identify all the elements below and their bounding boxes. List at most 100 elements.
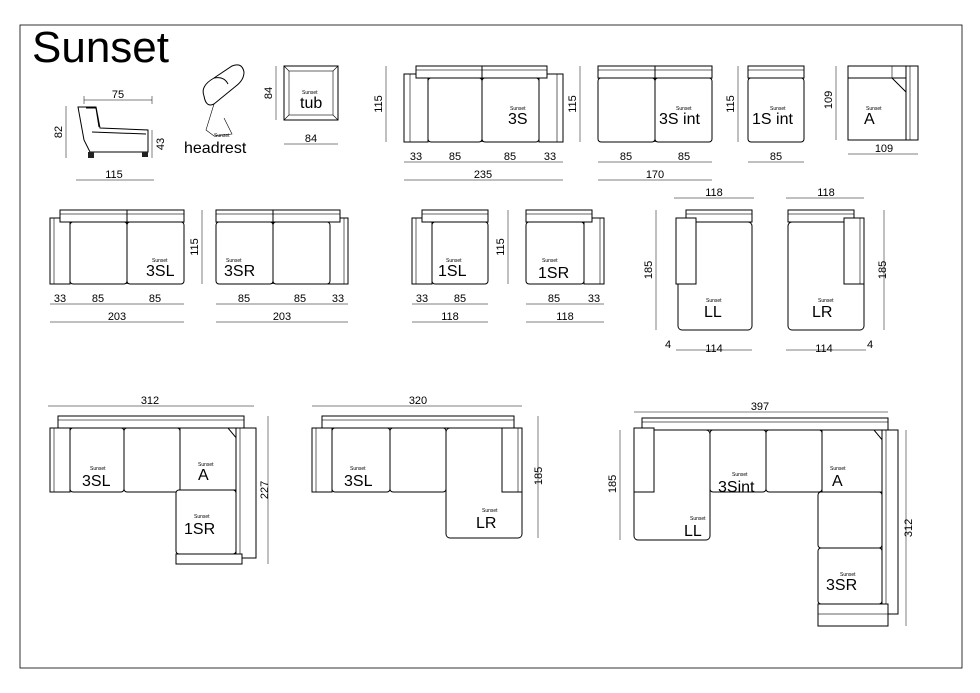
1sl-brand: Sunset xyxy=(446,258,462,264)
combo-u-shape: 397 Sunset 3Sint Sunset A Sunset LL Suns… xyxy=(607,401,915,627)
1sr-dim-2: 33 xyxy=(588,293,600,305)
combo3-brand-3: Sunset xyxy=(690,516,706,522)
3sl-brand: Sunset xyxy=(152,258,168,264)
combo2-label-2: LR xyxy=(476,515,496,532)
module-ll: 118 Sunset LL 185 4 114 xyxy=(643,187,754,355)
combo3-left-dim: 185 xyxy=(607,475,619,493)
side-seat-dim: 43 xyxy=(155,138,167,150)
combo3-label-1: 3Sint xyxy=(718,479,755,496)
combo3-right-dim: 312 xyxy=(903,519,915,537)
combo2-top-dim: 320 xyxy=(409,395,427,407)
combo1-right-dim: 227 xyxy=(259,481,271,499)
combo2-brand-1: Sunset xyxy=(350,466,366,472)
combo3-label-3: LL xyxy=(684,523,702,540)
3s-height-dim: 115 xyxy=(373,95,385,113)
module-3sl: Sunset 3SL 33 85 85 203 115 xyxy=(49,209,203,323)
a-brand: Sunset xyxy=(866,106,882,112)
ll-top-dim: 118 xyxy=(705,187,723,199)
3s-dim-2: 85 xyxy=(449,151,461,163)
3s-dim-4: 33 xyxy=(544,151,556,163)
combo3-brand-4: Sunset xyxy=(840,572,856,578)
3sint-label: 3S int xyxy=(659,111,700,128)
3sint-brand: Sunset xyxy=(676,106,692,112)
combo1-label-1: 3SL xyxy=(82,473,111,490)
lr-dim-1: 114 xyxy=(815,343,833,355)
combo1-top-dim: 312 xyxy=(141,395,159,407)
headrest-label: headrest xyxy=(184,140,247,157)
ll-label: LL xyxy=(704,304,722,321)
1sr-brand: Sunset xyxy=(542,258,558,264)
side-height-dim: 82 xyxy=(53,126,65,138)
3sr-dim-2: 85 xyxy=(294,293,306,305)
3sl-dim-2: 85 xyxy=(92,293,104,305)
3sl-height-dim: 115 xyxy=(189,238,201,256)
1sl-dim-2: 85 xyxy=(454,293,466,305)
1sr-label: 1SR xyxy=(538,265,569,282)
a-width-dim: 109 xyxy=(875,143,893,155)
3sint-total-dim: 170 xyxy=(646,169,664,181)
3sr-total-dim: 203 xyxy=(273,311,291,323)
combo-corner-2: 320 Sunset 3SL Sunset LR 185 xyxy=(311,395,545,539)
module-3s-int: Sunset 3S int 115 85 85 170 xyxy=(567,65,713,181)
module-3sr: Sunset 3SR 85 85 33 203 xyxy=(215,209,349,323)
3sint-height-dim: 115 xyxy=(567,95,579,113)
tub-height-dim: 84 xyxy=(263,87,275,99)
headrest-brand: Sunset xyxy=(214,133,230,139)
side-width-dim: 75 xyxy=(112,89,124,101)
3s-total-dim: 235 xyxy=(474,169,492,181)
side-view: 75 82 43 115 xyxy=(53,89,167,181)
3sr-brand: Sunset xyxy=(226,258,242,264)
1sint-brand: Sunset xyxy=(770,106,786,112)
combo3-label-2: A xyxy=(832,473,843,490)
module-lr: 118 Sunset LR 185 114 4 xyxy=(786,187,889,355)
lr-top-dim: 118 xyxy=(817,187,835,199)
3s-label: 3S xyxy=(508,111,528,128)
tub-brand: Sunset xyxy=(302,90,318,96)
1sl-label: 1SL xyxy=(438,263,467,280)
combo1-brand-1: Sunset xyxy=(90,466,106,472)
module-1sl: Sunset 1SL 33 85 118 115 xyxy=(411,209,509,323)
side-length-dim: 115 xyxy=(105,169,123,181)
1sl-height-dim: 115 xyxy=(495,238,507,256)
combo3-top-dim: 397 xyxy=(751,401,769,413)
combo1-brand-3: Sunset xyxy=(194,514,210,520)
page-title: Sunset xyxy=(32,23,169,72)
combo3-brand-2: Sunset xyxy=(830,466,846,472)
module-1s-int: Sunset 1S int 115 85 xyxy=(725,65,805,163)
3sl-dim-3: 85 xyxy=(149,293,161,305)
ll-height-dim: 185 xyxy=(643,261,655,279)
3sr-dim-1: 85 xyxy=(238,293,250,305)
a-label: A xyxy=(864,111,875,128)
3s-dim-1: 33 xyxy=(410,151,422,163)
combo2-label-1: 3SL xyxy=(344,473,373,490)
3sint-dim-1: 85 xyxy=(620,151,632,163)
combo3-label-4: 3SR xyxy=(826,577,857,594)
3sl-label: 3SL xyxy=(146,263,175,280)
combo1-label-3: 1SR xyxy=(184,521,215,538)
combo3-brand-1: Sunset xyxy=(732,472,748,478)
lr-height-dim: 185 xyxy=(877,261,889,279)
lr-dim-2: 4 xyxy=(867,339,873,351)
combo2-brand-2: Sunset xyxy=(482,508,498,514)
combo-corner-1: 312 Sunset 3SL Sunset A Sunset 1SR 227 xyxy=(48,395,271,565)
module-1sr: Sunset 1SR 85 33 118 xyxy=(525,209,605,323)
1sl-dim-1: 33 xyxy=(416,293,428,305)
3sl-total-dim: 203 xyxy=(108,311,126,323)
1sr-total-dim: 118 xyxy=(556,311,574,323)
ll-dim-2: 114 xyxy=(705,343,723,355)
1sr-dim-1: 85 xyxy=(548,293,560,305)
1sl-total-dim: 118 xyxy=(441,311,459,323)
tub-width-dim: 84 xyxy=(305,133,317,145)
lr-brand: Sunset xyxy=(818,298,834,304)
3sl-dim-1: 33 xyxy=(54,293,66,305)
3sr-dim-3: 33 xyxy=(332,293,344,305)
1sint-height-dim: 115 xyxy=(725,95,737,113)
module-a: Sunset A 109 109 xyxy=(823,65,919,155)
tub-label: tub xyxy=(300,95,322,112)
a-height-dim: 109 xyxy=(823,91,835,109)
3sint-dim-2: 85 xyxy=(678,151,690,163)
ll-dim-1: 4 xyxy=(665,339,671,351)
3s-brand: Sunset xyxy=(510,106,526,112)
headrest-drawing: Sunset headrest xyxy=(184,64,247,157)
